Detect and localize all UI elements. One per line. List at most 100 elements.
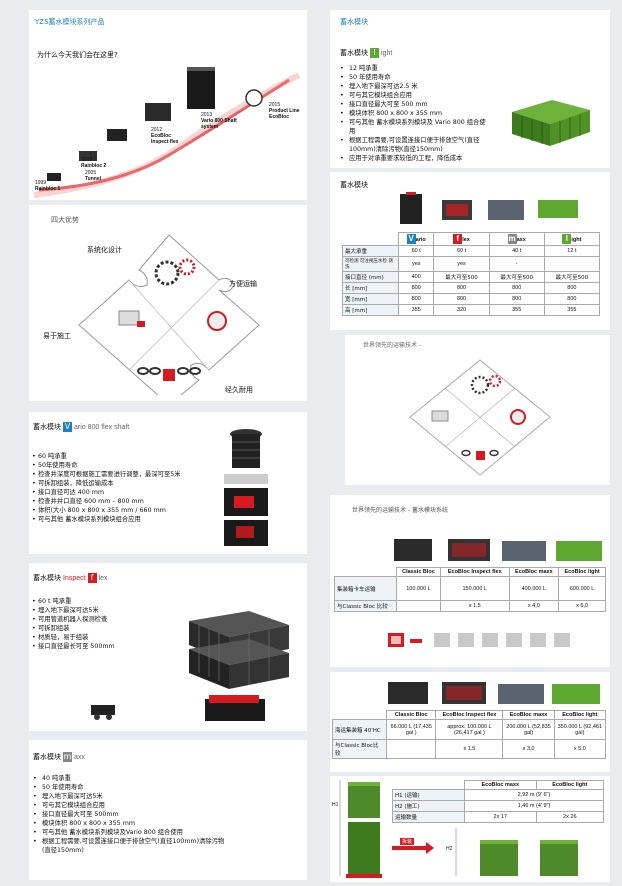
list-item: 接口直径最大可至 500 mm [340, 100, 498, 109]
list-item: 可与其他 蓄水模块系列模块组合应用 [32, 515, 211, 524]
list-item: 可与其它模块组合应用 [33, 801, 303, 810]
series-letter-box: l [370, 48, 379, 58]
table-row: H1 (运输)2,92 m (9' 6") [392, 789, 604, 801]
title-text: 蓄水模块 [340, 49, 368, 57]
advantage-transport: 方便运输 [229, 280, 257, 288]
inspect-flex-panel: 蓄水模块 Inspect f lex 60 t 吨承重 埋入地下最深可达5米 可… [29, 563, 307, 731]
list-item: 接口直径最大可至 500mm [33, 810, 303, 819]
puzzle-diagram-small [409, 359, 551, 476]
feature-list: 60 吨承重 50年使用寿命 检查井深度可根据施工需要进行调整，最深可至5米 可… [32, 452, 211, 524]
title-text: 蓄水模块 [33, 574, 61, 582]
light-block-image [512, 100, 590, 146]
list-item: 50 年使用寿命 [340, 73, 498, 82]
series-suffix: ario 800 flex shaft [74, 423, 130, 431]
vario-panel: 蓄水模块 V ario 800 flex shaft 60 吨承重 50年使用寿… [29, 412, 307, 554]
section-title: 蓄水模块 m axx [33, 752, 85, 762]
list-item: 埋入地下最深可达2.5 米 [340, 82, 498, 91]
block-images-row [388, 682, 600, 704]
advantage-install: 易于施工 [43, 332, 71, 340]
list-item: 50 年使用寿命 [33, 783, 303, 792]
advantages-panel: 四大优势 系统化设计 方便运输 易于施工 经久耐用 [29, 205, 307, 401]
product-images-row [400, 192, 578, 224]
col-maxx: maxx [488, 232, 545, 246]
table-row: H2 (施工)1,46 m (4' 9") [392, 800, 604, 812]
feature-list: 12 吨承重 50 年使用寿命 埋入地下最深可达2.5 米 可与其它模块组合应用… [340, 64, 498, 163]
list-item: 可与其他 蓄水模块系列模块及Vario 800 组合使用 [33, 828, 213, 837]
list-item: 埋入地下最深可达5米 [32, 606, 115, 615]
title-text: 蓄水模块 [33, 423, 61, 431]
list-item: 检查井深度可根据施工需要进行调整，最深可至5米 [32, 470, 211, 479]
list-item: 接口直径最长可至 500mm [32, 642, 115, 651]
h1-label: H1 [332, 802, 339, 808]
list-item: 接口直径可达 400 mm [32, 488, 211, 497]
panel-header: YZS蓄水模块系列产品 [35, 18, 105, 26]
h2-label: H2 [446, 846, 453, 852]
list-item: 可拆卸组装，降低运输成本 [32, 479, 211, 488]
list-item: 12 吨承重 [340, 64, 498, 73]
series-letter-box: V [63, 422, 72, 432]
list-item: 可与其他 蓄水模块系列模块及 Vario 800 组合使用 [340, 118, 490, 136]
inspect-flex-image [91, 611, 289, 721]
list-item: 检查井井口直径 600 mm – 800 mm [32, 497, 211, 506]
puzzle-diagram [78, 234, 260, 395]
transport-tech-panel: 世界领先的运输技术 - [345, 335, 610, 485]
series-letter-box: m [63, 752, 72, 762]
section-title: 蓄水模块 Inspect f lex [33, 573, 108, 583]
list-item: 40 吨承重 [33, 774, 303, 783]
series-suffix: ight [381, 49, 393, 57]
list-item: 应用于对承重要求较低的工程，降低成本 [340, 154, 498, 163]
vario-shaft-image [224, 429, 268, 546]
feature-list: 40 吨承重 50 年使用寿命 埋入地下最深可达5米 可与其它模块组合应用 接口… [33, 774, 303, 855]
list-item: 模块体积 800 x 800 x 355 mm [340, 109, 498, 118]
list-item: 可与其它模块组合应用 [340, 91, 498, 100]
list-item: 60 吨承重 [32, 452, 211, 461]
block-images-row [394, 539, 602, 561]
series-letter-box: f [87, 573, 97, 583]
arrow-label: 拆装 [400, 838, 415, 845]
section-title: 蓄水模块 V ario 800 flex shaft [33, 422, 129, 432]
history-staircase [33, 67, 301, 198]
transport-title: 世界领先的运输技术 - [363, 342, 422, 349]
series-suffix: lex [98, 574, 108, 582]
section-title: 蓄水模块 l ight [340, 48, 392, 58]
advantages-title: 四大优势 [51, 216, 79, 224]
series-subtitle: Inspect [63, 574, 86, 582]
maxx-panel: 蓄水模块 m axx 40 吨承重 50 年使用寿命 埋入地下最深可达5米 可与… [29, 740, 307, 880]
list-item: 根据工程需要,可设置连接口便于排放空气(直径100mm)清除污物(直径150mm… [340, 136, 498, 154]
list-item: 可拆卸组装 [32, 624, 115, 633]
advantage-durable: 经久耐用 [225, 386, 253, 394]
list-item: 埋入地下最深可达5米 [33, 792, 303, 801]
light-panel: 蓄水模块 蓄水模块 l ight 12 吨承重 50 年使用寿命 埋入地下最深可… [330, 10, 610, 168]
comparison-title: 蓄水模块 [340, 181, 368, 189]
